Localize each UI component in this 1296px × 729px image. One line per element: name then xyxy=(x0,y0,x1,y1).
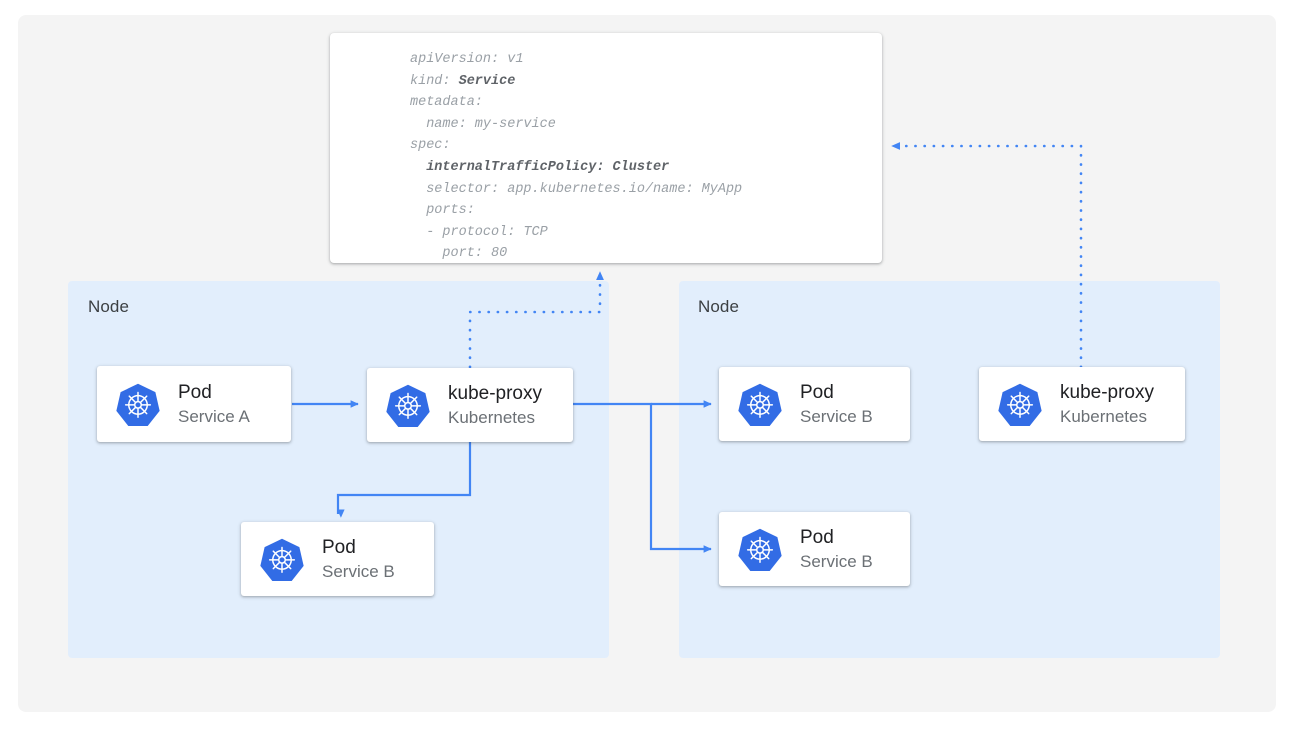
card-kube-proxy-left[interactable]: kube-proxy Kubernetes xyxy=(367,368,573,442)
node-label-left: Node xyxy=(88,297,130,316)
card-subtitle: Service B xyxy=(800,406,873,426)
kubernetes-icon xyxy=(738,383,782,426)
card-title: Pod xyxy=(178,381,212,403)
card-text: Pod Service B xyxy=(800,526,910,573)
card-pod-service-b-right-upper[interactable]: Pod Service B xyxy=(719,367,910,441)
kubernetes-icon xyxy=(738,528,782,571)
card-title: kube-proxy xyxy=(448,382,542,404)
card-subtitle: Kubernetes xyxy=(1060,406,1147,426)
node-container-left xyxy=(68,281,609,658)
card-subtitle: Kubernetes xyxy=(448,407,535,427)
card-pod-service-b-right-lower[interactable]: Pod Service B xyxy=(719,512,910,586)
kubernetes-icon xyxy=(116,383,160,426)
yaml-line-selector: selector: app.kubernetes.io/name: MyApp xyxy=(410,181,743,197)
card-subtitle: Service B xyxy=(800,551,873,571)
yaml-line-internal-traffic-policy: internalTrafficPolicy: Cluster xyxy=(410,159,670,175)
yaml-line-protocol: - protocol: TCP xyxy=(410,224,548,240)
card-subtitle: Service A xyxy=(178,406,250,426)
service-manifest-card: apiVersion: v1 kind: Service metadata: n… xyxy=(330,33,882,263)
card-title: Pod xyxy=(800,526,834,548)
yaml-line-ports: ports: xyxy=(410,203,475,219)
yaml-line-apiversion: apiVersion: v1 xyxy=(410,52,524,67)
card-title: kube-proxy xyxy=(1060,381,1154,403)
kubernetes-icon xyxy=(260,538,304,581)
kubernetes-icon xyxy=(998,383,1042,426)
node-container-right xyxy=(679,281,1220,658)
card-text: Pod Service B xyxy=(322,536,434,583)
card-text: kube-proxy Kubernetes xyxy=(1060,381,1185,428)
yaml-line-metadata: metadata: xyxy=(410,95,483,111)
card-title: Pod xyxy=(322,536,356,558)
yaml-line-spec: spec: xyxy=(410,138,451,154)
card-kube-proxy-right[interactable]: kube-proxy Kubernetes xyxy=(979,367,1185,441)
yaml-line-name: name: my-service xyxy=(410,116,556,132)
yaml-line-kind: kind: Service xyxy=(410,73,516,89)
kubernetes-icon xyxy=(386,384,430,427)
card-text: Pod Service B xyxy=(800,381,910,428)
service-manifest-code: apiVersion: v1 kind: Service metadata: n… xyxy=(410,49,742,263)
card-text: Pod Service A xyxy=(178,381,291,428)
yaml-line-port: port: 80 xyxy=(410,246,508,262)
node-label-right: Node xyxy=(698,297,740,316)
card-pod-service-a[interactable]: Pod Service A xyxy=(97,366,291,442)
card-text: kube-proxy Kubernetes xyxy=(448,382,573,429)
card-pod-service-b-left[interactable]: Pod Service B xyxy=(241,522,434,596)
card-subtitle: Service B xyxy=(322,561,395,581)
card-title: Pod xyxy=(800,381,834,403)
